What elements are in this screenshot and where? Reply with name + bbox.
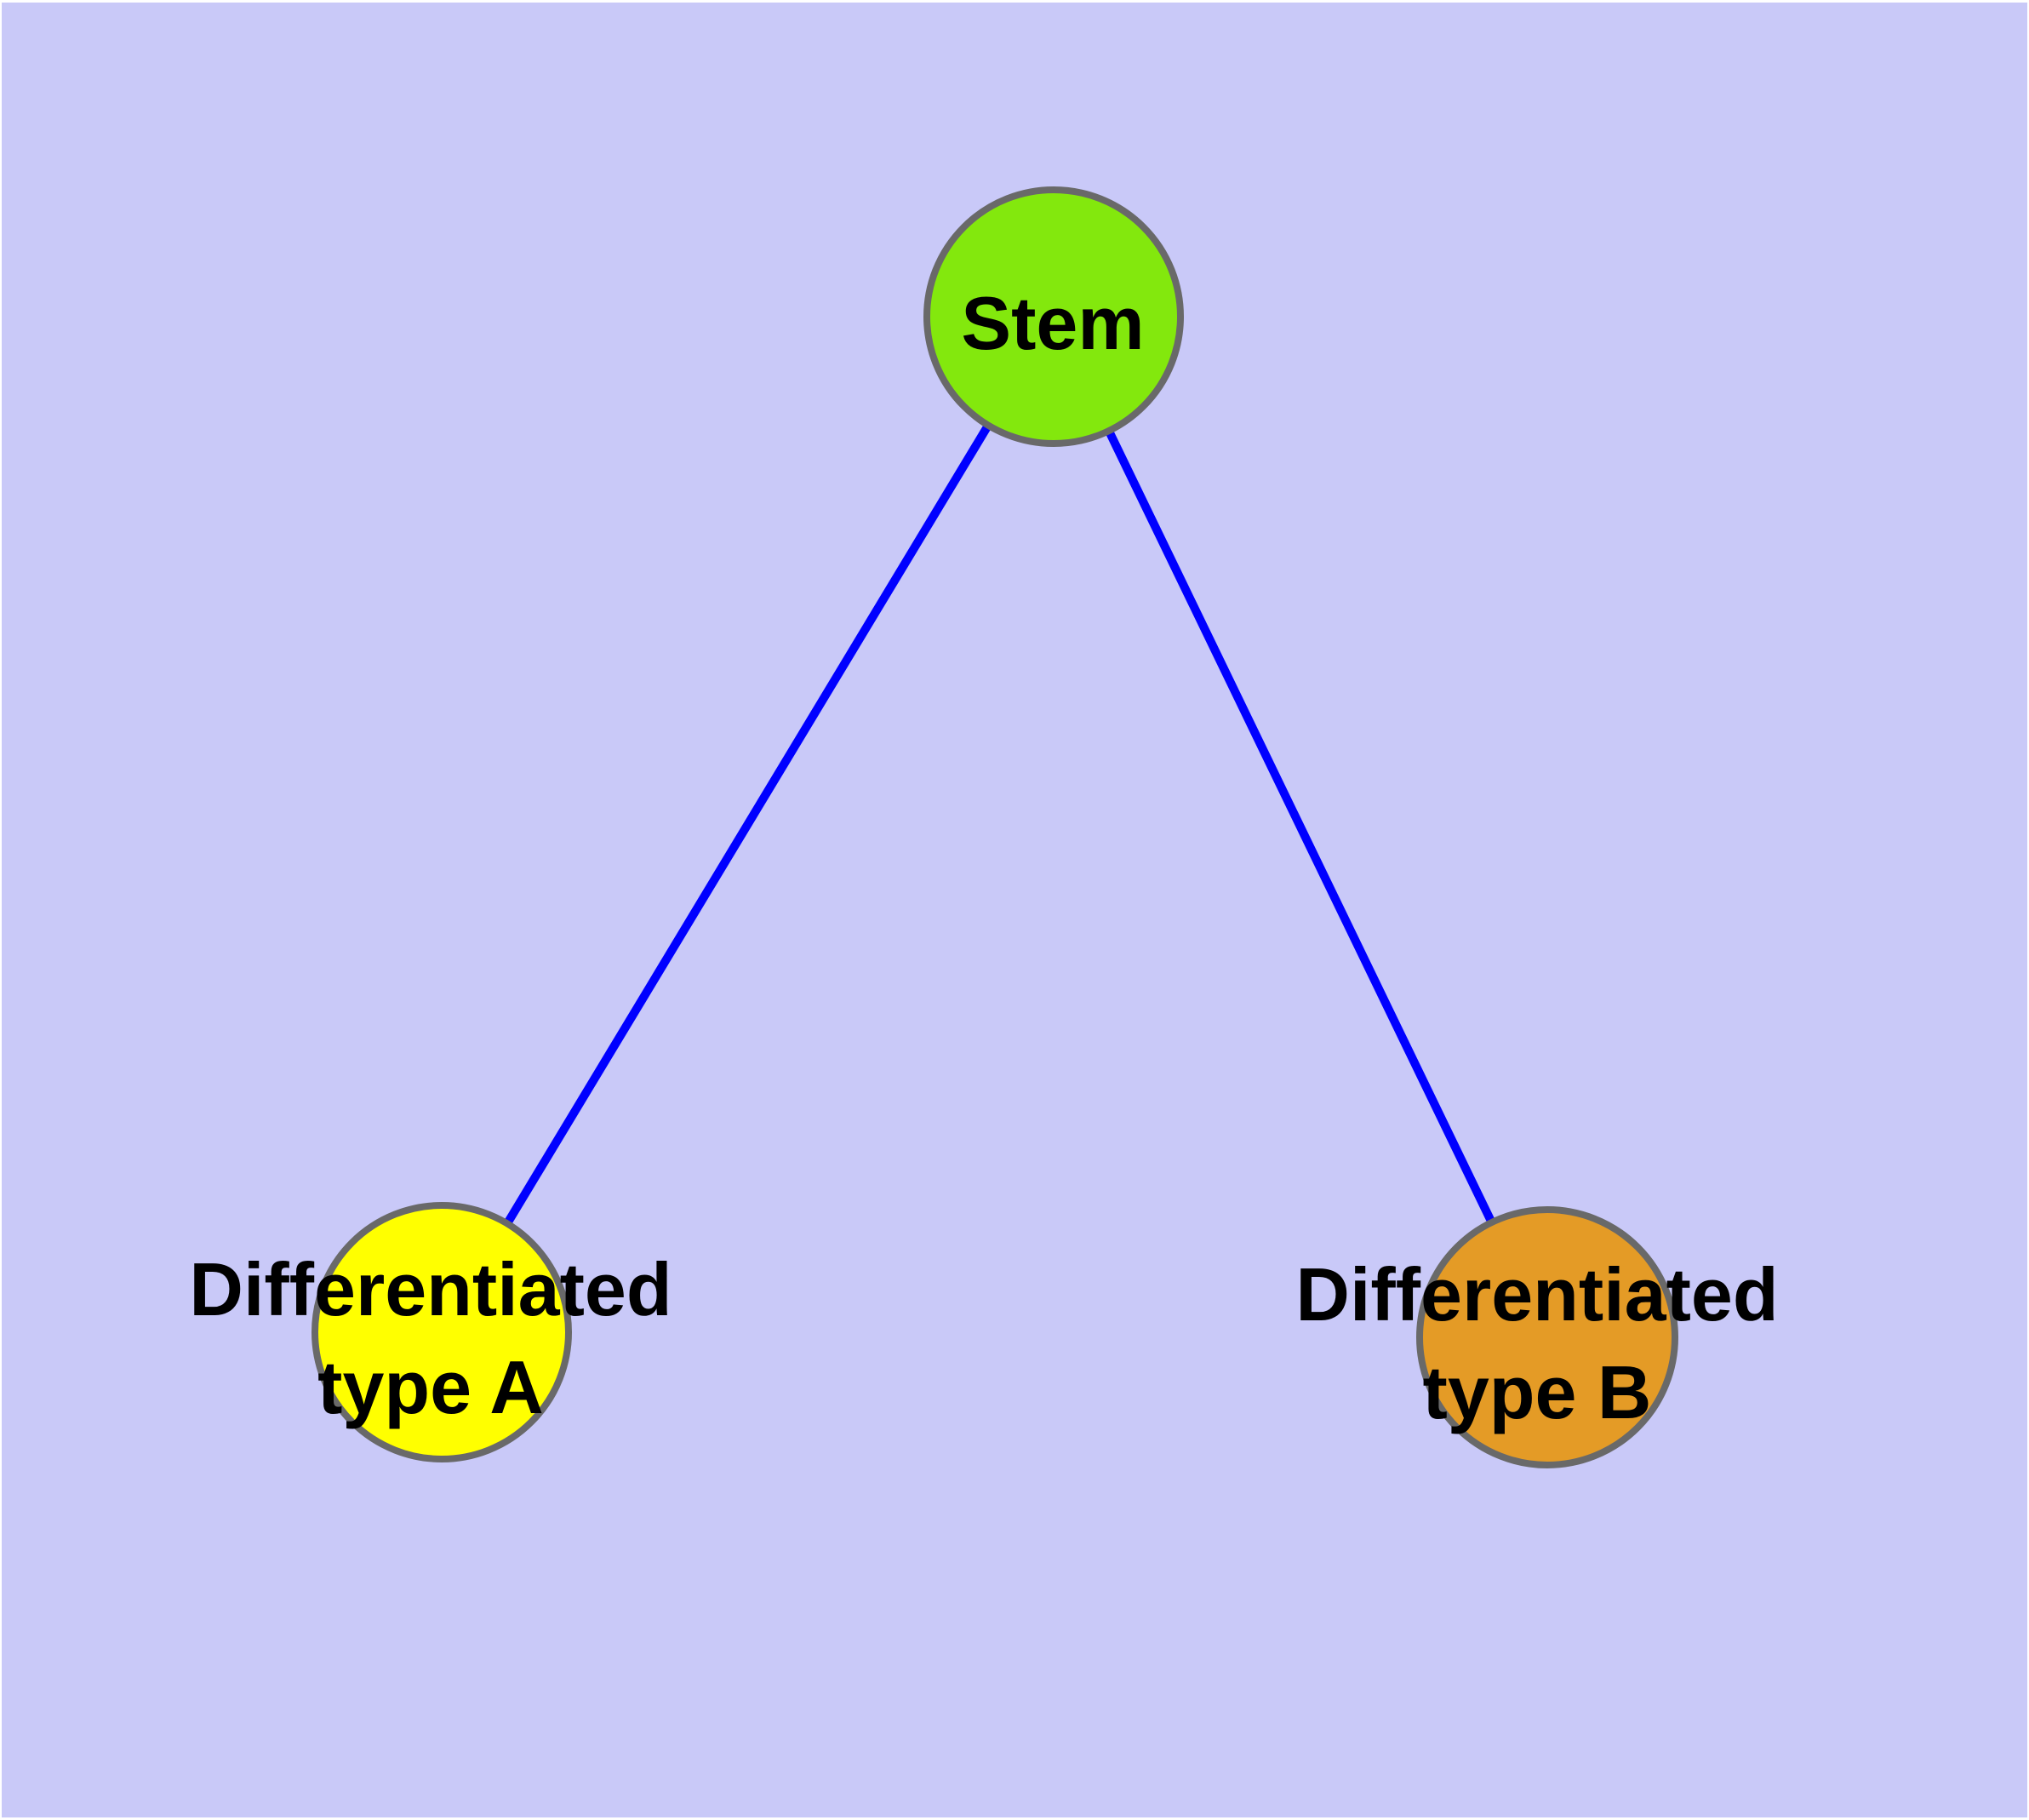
- stem-node-label: Stem: [961, 281, 1144, 365]
- type-b-node-circle: [1416, 1206, 1678, 1468]
- node-differentiated-type-b: Differentiated type B: [1295, 1206, 1779, 1468]
- type-a-node-circle: [311, 1202, 572, 1462]
- node-differentiated-type-a: Differentiated type A: [189, 1202, 672, 1462]
- edge-stem-to-type-a: [437, 314, 1058, 1335]
- type-b-node-label-line2: type B: [1423, 1350, 1652, 1434]
- type-a-node-label-line2: type A: [317, 1345, 544, 1429]
- node-stem: Stem: [923, 186, 1184, 447]
- stem-node-circle: [923, 186, 1184, 447]
- type-b-node-label-line1: Differentiated: [1295, 1252, 1778, 1336]
- edge-stem-to-type-b: [1049, 314, 1552, 1340]
- type-a-node-label-line1: Differentiated: [189, 1247, 672, 1331]
